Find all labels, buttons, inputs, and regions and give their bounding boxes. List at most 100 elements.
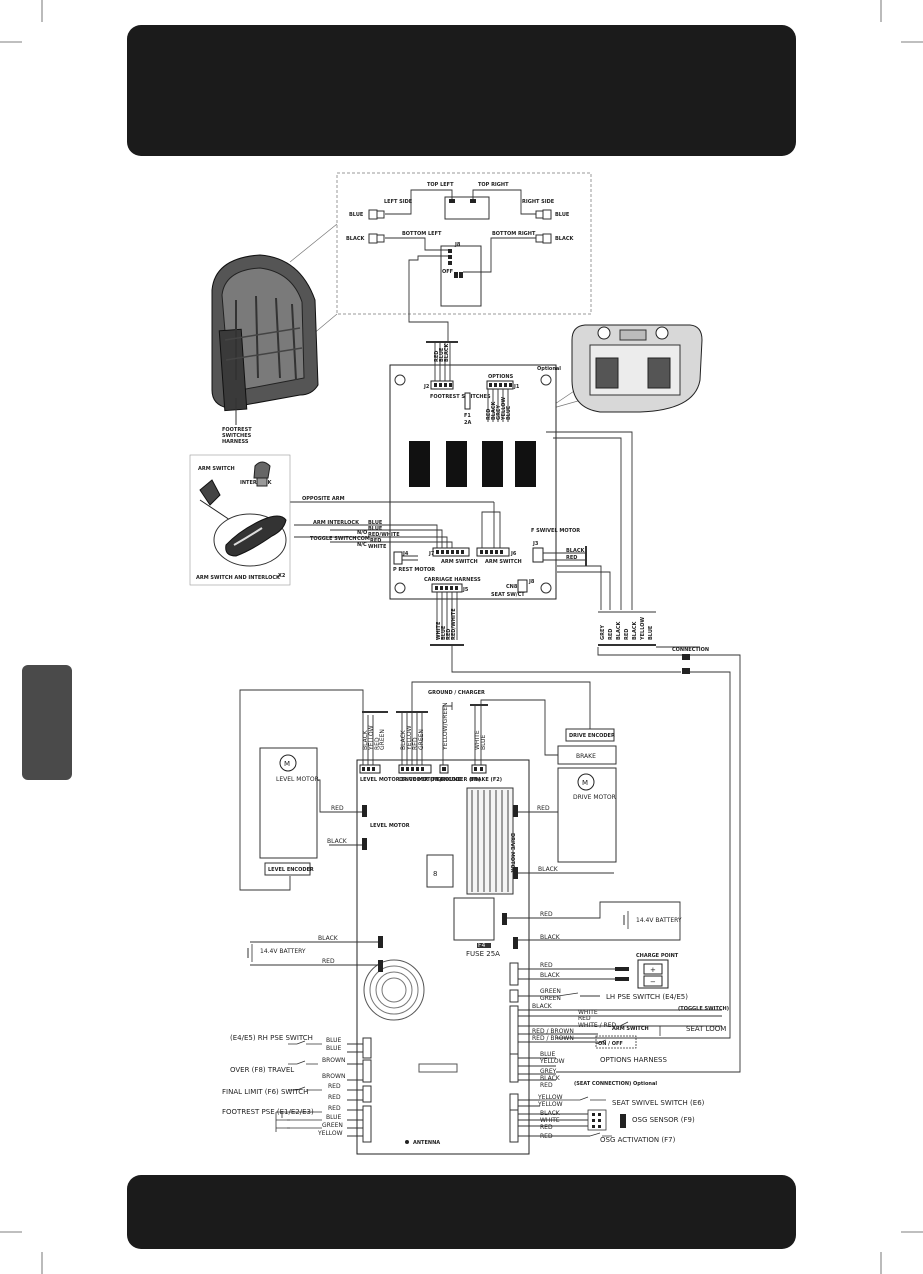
- svg-text:BLUE: BLUE: [368, 526, 383, 532]
- level-motor-title: LEVEL MOTOR: [276, 776, 319, 783]
- svg-text:BLUE: BLUE: [368, 520, 383, 526]
- footrest-switches-label: FOOTREST SWITCHES: [430, 394, 491, 400]
- svg-text:HARNESS: HARNESS: [222, 439, 249, 445]
- cn8-label: CN8: [506, 584, 518, 590]
- on-off-label: ON / OFF: [598, 1041, 623, 1047]
- svg-text:BROWN: BROWN: [322, 1057, 345, 1064]
- antenna-label: ANTENNA: [413, 1140, 440, 1146]
- svg-text:RED: RED: [331, 805, 344, 812]
- svg-text:GREEN: GREEN: [540, 988, 561, 995]
- svg-text:RED: RED: [578, 1015, 591, 1022]
- battery-right-label: 14.4V BATTERY: [636, 917, 682, 924]
- svg-text:BLACK: BLACK: [327, 838, 348, 845]
- left-switches: [275, 1040, 322, 1132]
- drive-motor-board-label: DRIVE MOTOR: [509, 833, 515, 873]
- seat-sw-label: SEAT SW/CT: [491, 592, 525, 598]
- level-motor-board-label: LEVEL MOTOR: [370, 823, 410, 829]
- arm-switch-illustration: ARM SWITCH INTERLOCK ARM SWITCH AND INTE…: [189, 454, 291, 586]
- left-side-label: LEFT SIDE: [384, 199, 413, 205]
- charge-point-label: CHARGE POINT: [636, 953, 679, 959]
- f1-rating: 2A: [464, 420, 471, 426]
- j6-label: J6: [510, 551, 517, 557]
- svg-text:RED: RED: [624, 629, 630, 640]
- svg-text:RED: RED: [374, 737, 381, 750]
- j7-arm-switch-label: ARM SWITCH: [441, 559, 478, 565]
- interlock-text: INTERLOCK: [240, 480, 273, 486]
- ground-label: GROUND: [437, 777, 462, 783]
- j8-label: J8: [528, 579, 535, 585]
- main-wiring: [239, 681, 722, 1137]
- footer-bar: [127, 1175, 796, 1249]
- svg-text:BLUE: BLUE: [326, 1114, 342, 1121]
- svg-text:YELLOW/GREEN: YELLOW/GREEN: [442, 703, 449, 752]
- lh-pse-label: LH PSE SWITCH (E4/E5): [606, 993, 688, 1001]
- brake-label: BRAKE: [576, 753, 596, 760]
- options-label: OPTIONS: [488, 374, 514, 380]
- svg-text:YELLOW: YELLOW: [317, 1130, 343, 1137]
- svg-text:BLUE: BLUE: [540, 1051, 556, 1058]
- svg-text:RED: RED: [608, 629, 614, 640]
- j7-label: J7: [428, 551, 435, 557]
- off-label: OFF: [442, 269, 453, 275]
- drive-motor: DRIVE ENCODER BRAKE M DRIVE MOTOR: [557, 728, 617, 863]
- header-bar: [127, 25, 796, 156]
- svg-text:BLACK: BLACK: [318, 935, 339, 942]
- svg-text:RED/WHITE: RED/WHITE: [368, 532, 400, 538]
- svg-text:BLUE: BLUE: [480, 734, 487, 750]
- svg-text:BLACK: BLACK: [444, 342, 450, 362]
- top-left-label: TOP LEFT: [427, 182, 454, 188]
- svg-text:BLACK: BLACK: [540, 934, 561, 941]
- toggle-switch-label: TOGGLE SWITCH: [310, 536, 356, 542]
- opposite-arm-label: OPPOSITE ARM: [302, 496, 345, 502]
- drive-enc-label: DRIVE MOTOR ENCODER (F9): [399, 777, 481, 783]
- svg-text:YELLOW: YELLOW: [501, 397, 507, 421]
- connection-label: CONNECTION: [672, 647, 709, 653]
- svg-text:YELLOW: YELLOW: [539, 1058, 565, 1065]
- svg-text:RED: RED: [322, 958, 335, 965]
- rh-pse-label: (E4/E5) RH PSE SWITCH: [230, 1034, 313, 1042]
- left-black-label: BLACK: [346, 236, 366, 242]
- svg-text:GREEN: GREEN: [379, 729, 386, 750]
- svg-text:GREEN: GREEN: [322, 1122, 343, 1129]
- bottom-left-label: BOTTOM LEFT: [402, 231, 442, 237]
- right-side-label: RIGHT SIDE: [522, 199, 555, 205]
- osg-sensor-label: OSG SENSOR (F9): [632, 1116, 695, 1124]
- j1-label: J1: [513, 384, 520, 390]
- footrest-illustration: FOOTREST SWITCHES HARNESS: [211, 254, 319, 445]
- right-blue-label: BLUE: [555, 212, 570, 218]
- arm-switch-text: ARM SWITCH: [198, 466, 235, 472]
- footrest-switch-box: LEFT SIDE RIGHT SIDE TOP LEFT TOP RIGHT …: [336, 172, 592, 342]
- drive-motor-m: M: [582, 779, 588, 787]
- charge-point: + −: [615, 959, 669, 989]
- j8-label: J8: [454, 242, 461, 248]
- upper-wiring: [290, 341, 741, 1073]
- svg-text:WHITE: WHITE: [474, 730, 481, 750]
- j3-black: BLACK: [566, 548, 586, 554]
- svg-text:WHITE: WHITE: [540, 1117, 560, 1124]
- svg-text:YELLOW: YELLOW: [640, 617, 646, 641]
- svg-text:8: 8: [433, 870, 437, 878]
- arm-caption: ARM SWITCH AND INTERLOCK: [196, 575, 281, 581]
- svg-text:BLUE: BLUE: [506, 405, 512, 420]
- side-tab: [22, 665, 72, 780]
- svg-text:GREY: GREY: [540, 1068, 557, 1075]
- svg-text:BLACK: BLACK: [538, 866, 559, 873]
- com-label: COM: [357, 536, 370, 542]
- drive-encoder-label: DRIVE ENCODER: [569, 733, 615, 739]
- no-label: N/O: [357, 530, 367, 536]
- svg-text:RED: RED: [486, 409, 492, 420]
- arm-switch-main-label: ARM SWITCH: [612, 1026, 649, 1032]
- svg-text:RED: RED: [540, 1082, 553, 1089]
- svg-text:YELLOW: YELLOW: [368, 725, 375, 751]
- x2-label: X2: [278, 573, 286, 579]
- svg-text:GREY: GREY: [496, 405, 502, 420]
- j4-label: J4: [402, 551, 409, 557]
- level-enc-label: LEVEL MOTOR ENCODER (F9): [360, 777, 441, 783]
- top-right-label: TOP RIGHT: [478, 182, 509, 188]
- svg-text:BLACK: BLACK: [632, 620, 638, 640]
- brake-f2-label: BRAKE (F2): [470, 777, 502, 783]
- p-rest-label: P REST MOTOR: [393, 567, 435, 573]
- upper-board: J2 FOOTREST SWITCHES J1 OPTIONS Optional…: [389, 364, 580, 600]
- svg-text:RED: RED: [434, 351, 440, 362]
